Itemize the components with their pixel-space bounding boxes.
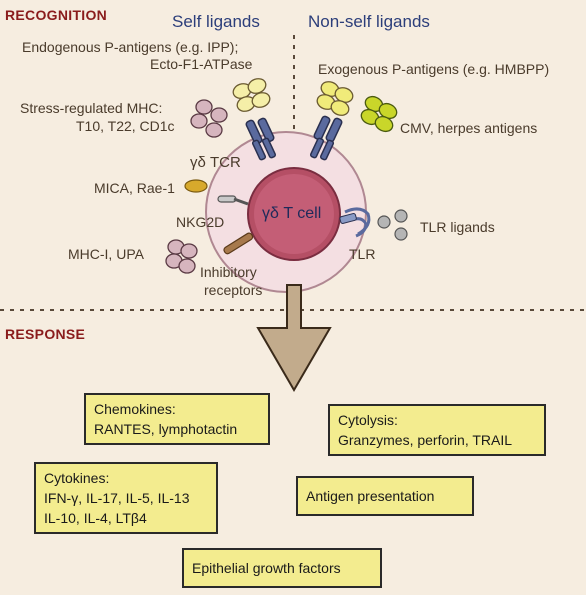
mhc-i-antigens <box>165 239 198 274</box>
inhibitory-label-2: receptors <box>204 282 263 298</box>
tlr-label: TLR <box>349 246 376 262</box>
self-ligands-title: Self ligands <box>172 12 260 31</box>
inhibitory-receptor <box>223 232 254 255</box>
endogenous-antigens <box>232 78 271 112</box>
cmv-label: CMV, herpes antigens <box>400 120 538 136</box>
recognition-heading: RECOGNITION <box>5 7 108 23</box>
nkg2d-receptor <box>217 195 249 206</box>
mhci-label: MHC-I, UPA <box>68 246 144 262</box>
inhibitory-label-1: Inhibitory <box>200 264 257 280</box>
endogenous-label-2: Ecto-F1-ATPase <box>150 56 253 72</box>
tcr-receptor-right <box>309 115 343 161</box>
cytokines-line-2: IL-10, IL-4, LTβ4 <box>44 510 147 526</box>
cmv-antigens <box>360 95 398 133</box>
nucleus-highlight <box>254 174 334 254</box>
cytokines-box: Cytokines: IFN-γ, IL-17, IL-5, IL-13 IL-… <box>34 462 218 534</box>
cytokines-title: Cytokines: <box>44 470 110 486</box>
exogenous-antigens <box>316 81 354 116</box>
tcr-label: γδ TCR <box>190 154 241 171</box>
chemokines-box: Chemokines: RANTES, lymphotactin <box>84 393 270 445</box>
mica-ligand <box>184 179 208 193</box>
tlr-ligands-label: TLR ligands <box>420 219 495 235</box>
mica-label: MICA, Rae-1 <box>94 180 175 196</box>
antigen-presentation-label: Antigen presentation <box>306 488 435 504</box>
chemokines-detail: RANTES, lymphotactin <box>94 421 238 437</box>
epithelial-box: Epithelial growth factors <box>182 548 382 588</box>
nonself-ligands-title: Non-self ligands <box>308 12 430 31</box>
endogenous-label-1: Endogenous P-antigens (e.g. IPP); <box>22 39 239 55</box>
cell-label: γδ T cell <box>262 205 322 222</box>
cytolysis-box: Cytolysis: Granzymes, perforin, TRAIL <box>328 404 546 456</box>
stress-mhc-label-1: Stress-regulated MHC: <box>20 100 163 116</box>
response-heading: RESPONSE <box>5 326 86 342</box>
cytokines-line-1: IFN-γ, IL-17, IL-5, IL-13 <box>44 490 190 506</box>
response-arrow <box>256 284 332 392</box>
epithelial-label: Epithelial growth factors <box>192 560 341 576</box>
antigen-presentation-box: Antigen presentation <box>296 476 474 516</box>
nkg2d-label: NKG2D <box>176 214 225 230</box>
cytolysis-title: Cytolysis: <box>338 412 398 428</box>
tcr-receptor-left <box>245 117 277 161</box>
exogenous-label: Exogenous P-antigens (e.g. HMBPP) <box>318 61 550 77</box>
cytolysis-detail: Granzymes, perforin, TRAIL <box>338 432 513 448</box>
chemokines-title: Chemokines: <box>94 401 176 417</box>
tlr-stub <box>339 212 357 224</box>
stress-mhc-label-2: T10, T22, CD1c <box>76 118 175 134</box>
tlr-ligands <box>377 209 408 241</box>
tlr-receptor <box>344 207 371 238</box>
stress-mhc-antigens <box>190 99 228 138</box>
